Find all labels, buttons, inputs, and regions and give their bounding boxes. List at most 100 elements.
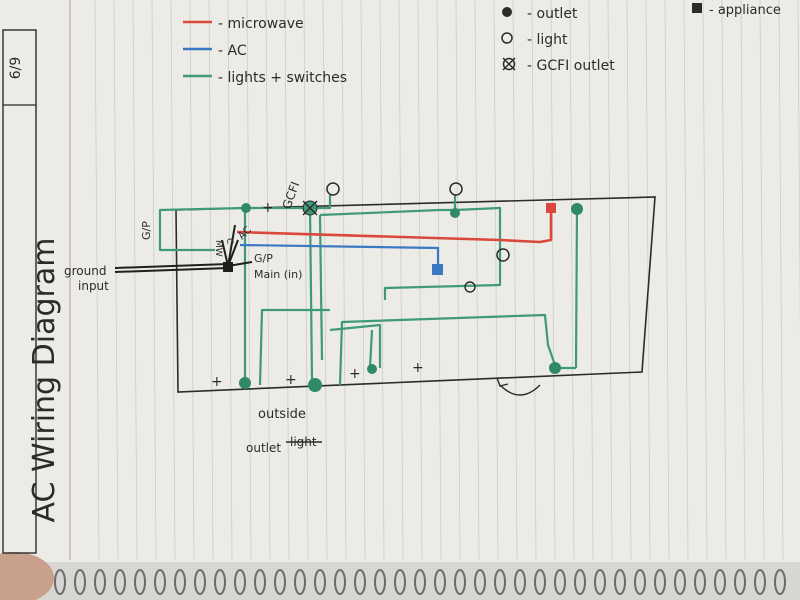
rule-line <box>493 0 499 561</box>
rule-line <box>227 0 233 561</box>
panel-box <box>223 262 233 272</box>
ground-input-label-line1: ground <box>64 264 106 278</box>
spiral-ring <box>734 569 746 595</box>
spiral-ring <box>574 569 586 595</box>
panel-label-mw: MW <box>213 240 223 257</box>
title-box <box>2 29 37 554</box>
spiral-ring <box>154 569 166 595</box>
outside-outlet-label-line2: outlet <box>246 441 281 455</box>
rule-line <box>417 0 423 561</box>
legend-label-lights: - lights + switches <box>218 70 347 86</box>
rule-line <box>759 0 765 561</box>
rule-line <box>398 0 404 561</box>
rule-line <box>246 0 252 561</box>
rule-line <box>284 0 290 561</box>
spiral-ring <box>394 569 406 595</box>
rule-line <box>151 0 157 561</box>
spiral-ring <box>614 569 626 595</box>
page-date: 6/9 <box>8 57 24 80</box>
legend: - microwave - AC - lights + switches - o… <box>183 3 781 86</box>
spiral-ring <box>634 569 646 595</box>
ac-wiring <box>239 243 440 270</box>
rule-line <box>113 0 119 561</box>
spiral-ring <box>554 569 566 595</box>
rule-line <box>474 0 480 561</box>
spiral-ring <box>114 569 126 595</box>
light-icon <box>464 281 476 293</box>
rule-line <box>626 0 632 561</box>
rule-line <box>607 0 613 561</box>
spiral-ring <box>354 569 366 595</box>
light-icon <box>449 182 463 196</box>
rule-line <box>379 0 385 561</box>
ground-input-wiring <box>114 224 253 273</box>
spiral-ring <box>74 569 86 595</box>
rule-line <box>512 0 518 561</box>
spiral-ring <box>234 569 246 595</box>
outside-outlet-label-line1: outside <box>258 407 306 422</box>
rule-line <box>569 0 575 561</box>
spiral-ring <box>294 569 306 595</box>
outlet-icon <box>549 362 561 374</box>
spiral-ring <box>674 569 686 595</box>
legend-label-light: - light <box>527 32 568 48</box>
page-title: AC Wiring Diagram <box>27 238 62 523</box>
rule-line <box>778 0 784 561</box>
outlet-icon <box>239 377 251 389</box>
panel-label-main: Main (in) <box>254 268 302 281</box>
outlets <box>239 203 583 392</box>
light-icon <box>501 32 513 44</box>
gp-left-label: G/P <box>140 221 153 240</box>
rule-line <box>208 0 214 561</box>
spiral-ring <box>194 569 206 595</box>
spiral-ring <box>654 569 666 595</box>
spiral-ring <box>174 569 186 595</box>
spiral-ring <box>414 569 426 595</box>
legend-label-microwave: - microwave <box>218 16 304 32</box>
outlet-icon <box>502 7 512 17</box>
spiral-ring <box>514 569 526 595</box>
plus-mark: + <box>412 360 424 376</box>
rule-line <box>721 0 727 561</box>
spiral-ring <box>534 569 546 595</box>
gcfi-icon <box>502 57 516 71</box>
plus-mark: + <box>211 374 223 390</box>
spiral-ring <box>214 569 226 595</box>
spiral-ring <box>494 569 506 595</box>
rule-line <box>170 0 176 561</box>
light-icon <box>326 182 340 196</box>
light-icon <box>496 248 510 262</box>
spiral-ring <box>94 569 106 595</box>
spiral-ring <box>714 569 726 595</box>
microwave-wiring <box>236 208 553 244</box>
outlet-icon <box>241 203 251 213</box>
rule-line <box>797 0 800 337</box>
rule-line <box>588 0 594 561</box>
ruled-lines <box>94 0 800 561</box>
rule-line <box>664 0 670 561</box>
rule-line <box>455 0 461 561</box>
plus-mark: + <box>349 366 361 382</box>
ac-appliance-icon <box>432 264 443 275</box>
rule-line <box>322 0 328 561</box>
rule-line <box>702 0 708 561</box>
spiral-ring <box>594 569 606 595</box>
spiral-ring <box>774 569 786 595</box>
outlet-icon <box>450 208 460 218</box>
spiral-ring <box>274 569 286 595</box>
spiral-ring <box>434 569 446 595</box>
spiral-ring <box>694 569 706 595</box>
rule-line <box>189 0 195 561</box>
panel-label-gp: G/P <box>254 252 273 265</box>
rule-line <box>303 0 309 561</box>
rule-line <box>341 0 347 561</box>
appliance-icon <box>692 3 702 13</box>
spiral-ring <box>54 569 66 595</box>
spiral-ring <box>254 569 266 595</box>
legend-label-ac: - AC <box>218 43 247 59</box>
door-swing-arrow <box>499 384 541 396</box>
microwave-appliance-icon <box>546 203 556 213</box>
spiral-ring <box>754 569 766 595</box>
plus-mark: + <box>262 200 274 216</box>
